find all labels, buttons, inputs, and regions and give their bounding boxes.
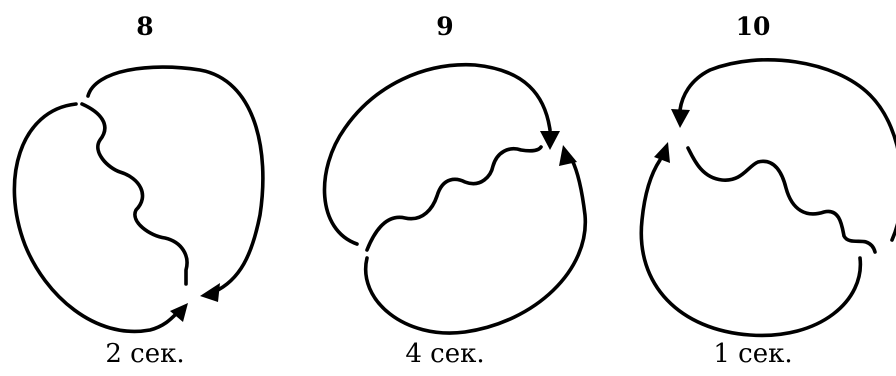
- arc-arrow: [363, 158, 588, 335]
- arrow-head: [200, 283, 220, 302]
- arrow-head: [654, 142, 670, 163]
- loop-diagram-9: [322, 62, 588, 335]
- panel-9: 9 4 сек.: [295, 0, 595, 376]
- panel-number: 9: [436, 12, 454, 41]
- loop-diagram-10: [639, 58, 896, 338]
- arc-arrow: [12, 102, 180, 334]
- panel-caption: 1 сек.: [713, 339, 793, 369]
- arrow-head: [540, 131, 560, 150]
- panel-number: 8: [136, 12, 154, 41]
- arc-arrow: [678, 58, 896, 242]
- arc-arrow: [86, 65, 265, 294]
- arrow-head: [559, 145, 577, 166]
- panel-caption: 2 сек.: [105, 339, 185, 369]
- arrow-head: [170, 303, 188, 322]
- arrow-head: [671, 109, 690, 128]
- panel-8: 8 2 сек.: [0, 0, 290, 376]
- wavy-line: [686, 146, 877, 254]
- panel-number: 10: [735, 12, 771, 41]
- arc-arrow: [322, 62, 552, 246]
- wavy-line: [365, 145, 543, 252]
- panel-caption: 4 сек.: [405, 339, 485, 369]
- wavy-line: [80, 102, 189, 286]
- arc-arrow: [639, 158, 863, 338]
- loop-diagram-8: [12, 65, 265, 334]
- panel-10: 10 1 сек.: [610, 0, 896, 376]
